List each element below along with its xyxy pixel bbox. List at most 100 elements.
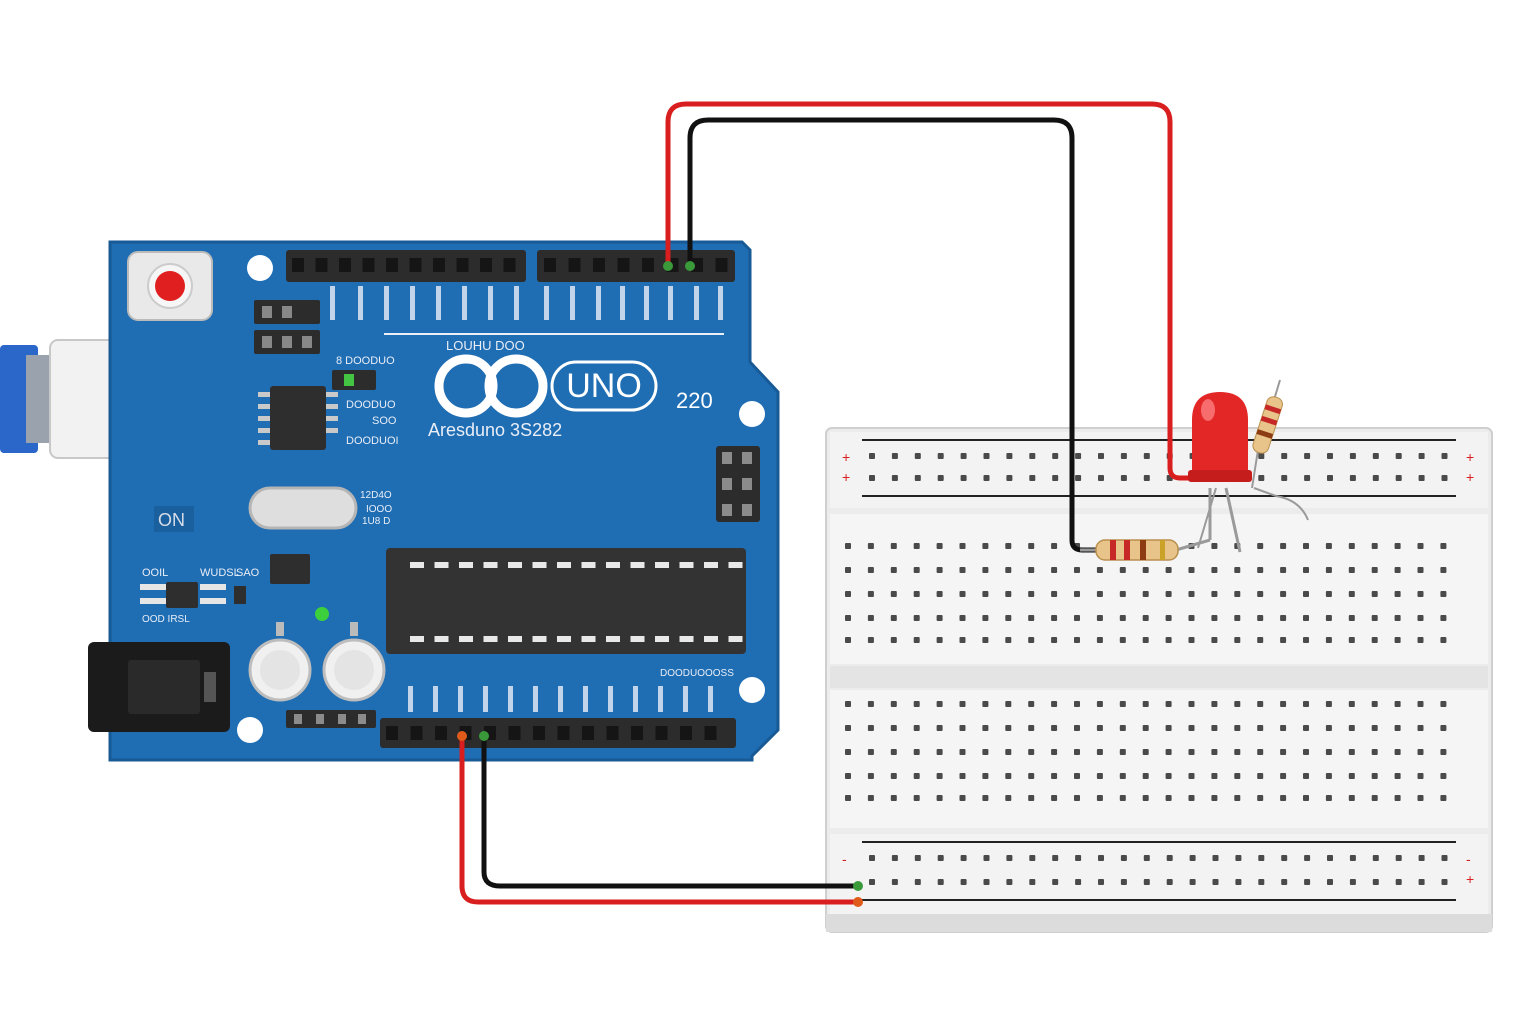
usb-interface-chip — [258, 386, 338, 450]
breadboard-hole — [869, 453, 875, 459]
breadboard-hole — [1417, 637, 1424, 643]
breadboard-hole — [1417, 591, 1424, 597]
breadboard-hole — [1028, 725, 1035, 731]
breadboard-hole — [1096, 701, 1103, 707]
breadboard-hole — [1211, 615, 1218, 621]
breadboard-hole — [1257, 591, 1264, 597]
breadboard-hole — [1096, 725, 1103, 731]
breadboard-hole — [1325, 795, 1332, 801]
breadboard-hole — [1303, 795, 1309, 801]
breadboard-hole — [1303, 749, 1309, 755]
breadboard-hole — [959, 615, 966, 621]
breadboard-hole — [1211, 567, 1218, 573]
breadboard-hole — [1188, 567, 1195, 573]
breadboard-hole — [1394, 637, 1401, 643]
breadboard-hole — [1348, 615, 1355, 621]
chip-pin — [679, 562, 694, 568]
breadboard-hole — [1188, 725, 1195, 731]
breadboard-hole — [936, 543, 943, 549]
breadboard-hole — [890, 725, 897, 731]
breadboard-hole — [1074, 637, 1080, 643]
crystal-label-3: 1U8 D — [362, 516, 390, 527]
header-pin — [655, 726, 668, 740]
breadboard-hole — [845, 615, 851, 621]
breadboard-hole — [867, 615, 874, 621]
breadboard-hole — [1441, 453, 1448, 459]
breadboard-hole — [845, 701, 851, 707]
terminal-strip-top — [830, 514, 1488, 664]
breadboard-hole — [959, 543, 966, 549]
breadboard-hole — [1441, 475, 1448, 481]
breadboard-hole — [1280, 567, 1287, 573]
breadboard-hole — [982, 749, 989, 755]
pin-label-mark — [462, 286, 467, 320]
header-pin — [435, 726, 447, 740]
breadboard-hole — [1349, 879, 1356, 885]
breadboard-hole — [959, 637, 966, 643]
breadboard-hole — [1075, 879, 1082, 885]
breadboard-hole — [1440, 749, 1447, 755]
breadboard-hole — [959, 795, 966, 801]
breadboard-hole — [936, 637, 943, 643]
breadboard-hole — [983, 453, 990, 459]
breadboard-hole — [1052, 879, 1059, 885]
pin-label-mark — [683, 686, 688, 712]
power-indicator: ON — [154, 506, 194, 532]
chip-pin — [410, 636, 424, 642]
breadboard-hole — [1165, 615, 1172, 621]
breadboard-hole — [1327, 879, 1333, 885]
breadboard-hole — [891, 855, 898, 861]
breadboard-hole — [1303, 725, 1309, 731]
breadboard-hole — [1257, 615, 1264, 621]
breadboard-hole — [1188, 773, 1195, 779]
breadboard-hole — [867, 795, 874, 801]
breadboard-hole — [1074, 773, 1080, 779]
breadboard-hole — [1005, 637, 1012, 643]
breadboard-hole — [1280, 615, 1287, 621]
pin-label-mark — [483, 686, 488, 712]
pin-label-mark — [330, 286, 335, 320]
breadboard-hole — [1051, 637, 1058, 643]
chip-pin — [728, 562, 743, 568]
breadboard-hole — [914, 475, 921, 481]
breadboard-hole — [1371, 637, 1378, 643]
breadboard-hole — [1280, 749, 1287, 755]
breadboard-hole — [1440, 795, 1447, 801]
breadboard-hole — [1028, 591, 1035, 597]
pin-label-mark — [633, 686, 638, 712]
breadboard-hole — [1304, 453, 1311, 459]
breadboard-hole — [1325, 615, 1332, 621]
breadboard-hole — [1417, 749, 1424, 755]
breadboard-hole — [936, 725, 943, 731]
breadboard-hole — [1143, 453, 1150, 459]
breadboard-hole — [1005, 773, 1012, 779]
header-pin — [410, 726, 423, 740]
breadboard-hole — [1394, 749, 1401, 755]
chip-pin — [508, 636, 522, 642]
reg-label-1: OOIL — [142, 567, 168, 579]
capacitor — [248, 622, 312, 702]
breadboard-hole — [1257, 567, 1264, 573]
breadboard-hole — [1119, 637, 1126, 643]
breadboard-hole — [845, 795, 851, 801]
breadboard-hole — [1349, 475, 1356, 481]
breadboard-hole — [1211, 795, 1218, 801]
breadboard-hole — [959, 701, 966, 707]
bottom-header-label: DOODUOOOSS — [660, 668, 734, 679]
breadboard-hole — [1165, 637, 1172, 643]
pin-label-mark — [408, 686, 413, 712]
breadboard-hole — [1371, 615, 1378, 621]
chip-pin — [459, 562, 473, 568]
breadboard-hole — [1348, 725, 1355, 731]
breadboard-hole — [1234, 795, 1241, 801]
chip-pin — [508, 562, 522, 568]
breadboard-hole — [1165, 591, 1172, 597]
reset-button[interactable] — [127, 251, 213, 321]
breadboard-hole — [1372, 855, 1379, 861]
chip-pin — [483, 562, 498, 568]
rail-plus-label: + — [842, 449, 850, 465]
crystal-oscillator — [248, 486, 358, 530]
chip-pin — [630, 636, 645, 642]
breadboard-hole — [960, 453, 967, 459]
breadboard-hole — [1096, 749, 1103, 755]
